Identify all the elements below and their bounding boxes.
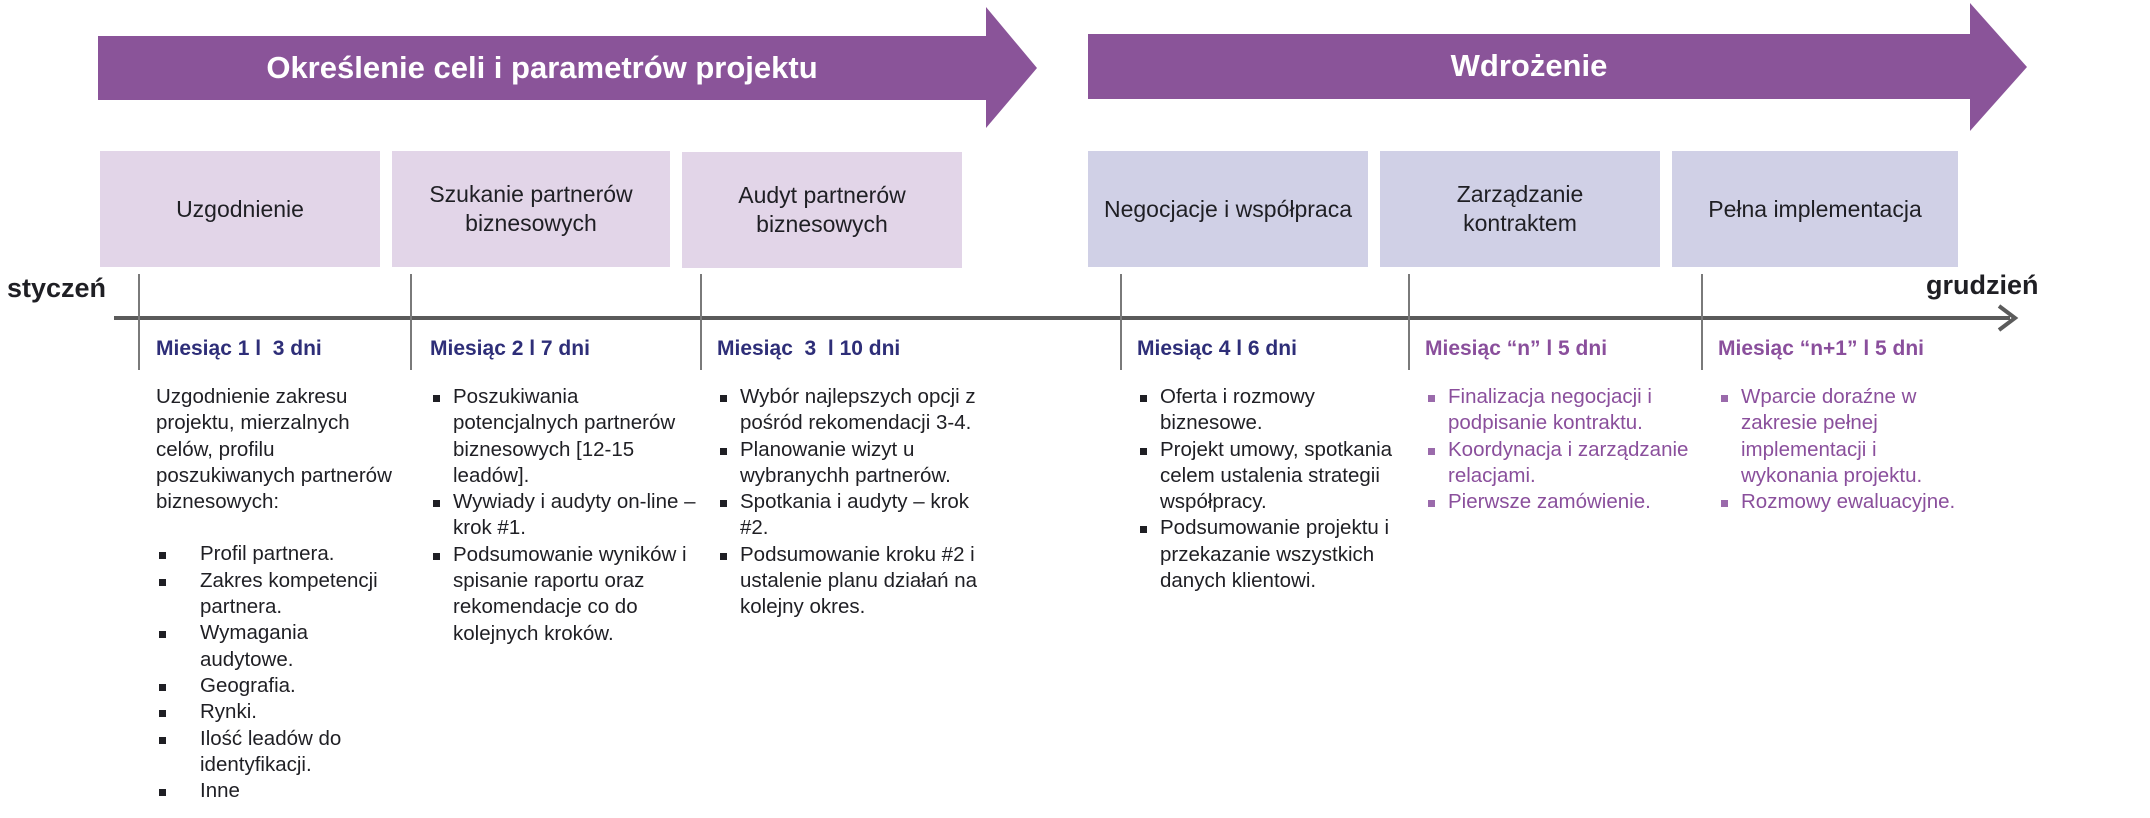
month-column-4: Miesiąc 4 l 6 dni Oferta i rozmowy bizne… (1137, 336, 1422, 594)
month-heading: Miesiąc “n” l 5 dni (1425, 337, 1608, 360)
timeline-tick (1701, 274, 1703, 370)
month-heading: Miesiąc 3 l 10 dni (717, 337, 901, 360)
timeline-start-label: styczeń (7, 273, 107, 303)
month-intro: Uzgodnienie zakresu projektu, mierzalnyc… (156, 385, 392, 514)
stage-label: Uzgodnienie (176, 195, 304, 222)
month-column-5: Miesiąc “n” l 5 dni Finalizacja negocjac… (1425, 336, 1710, 515)
stage-label: Szukanie partnerów biznesowych (429, 181, 633, 236)
month-items: Wybór najlepszych opcji z pośród rekomen… (717, 384, 987, 621)
list-item: Rozmowy ewaluacyjne. (1718, 489, 1978, 515)
stage-box-zarzadzanie: Zarządzanie kontraktem (1380, 151, 1660, 267)
list-item: Inne (156, 778, 406, 804)
list-item: Podsumowanie wyników i spisanie raportu … (430, 542, 700, 647)
list-item: Zakres kompetencji partnera. (156, 568, 406, 621)
phase-arrow-2 (1088, 3, 2027, 131)
month-heading: Miesiąc 4 l 6 dni (1137, 337, 1297, 360)
list-item: Poszukiwania potencjalnych partnerów biz… (430, 384, 700, 489)
stage-box-implementacja: Pełna implementacja (1672, 151, 1958, 267)
list-item: Spotkania i audyty – krok #2. (717, 489, 987, 542)
month-items: Wparcie doraźne w zakresie pełnej implem… (1718, 384, 1978, 515)
timeline-tick (700, 274, 702, 370)
list-item: Pierwsze zamówienie. (1425, 489, 1710, 515)
list-item: Ilość leadów do identyfikacji. (156, 726, 406, 779)
month-column-6: Miesiąc “n+1” l 5 dni Wparcie doraźne w … (1718, 336, 1978, 515)
timeline-tick (1120, 274, 1122, 370)
list-item: Planowanie wizyt u wybranychh partnerów. (717, 437, 987, 490)
list-item: Wparcie doraźne w zakresie pełnej implem… (1718, 384, 1978, 489)
timeline-end-label: grudzień (1926, 270, 2039, 300)
timeline-tick (1408, 274, 1410, 370)
timeline-axis (114, 316, 2010, 320)
list-item: Wybór najlepszych opcji z pośród rekomen… (717, 384, 987, 437)
stage-box-negocjacje: Negocjacje i współpraca (1088, 151, 1368, 267)
list-item: Finalizacja negocjacji i podpisanie kont… (1425, 384, 1710, 437)
month-items: Poszukiwania potencjalnych partnerów biz… (430, 384, 700, 647)
stage-label: Negocjacje i współpraca (1103, 195, 1352, 222)
phase-title-1: Określenie celi i parametrów projektu (266, 50, 818, 85)
list-item: Wymagania audytowe. (156, 620, 406, 673)
phase-arrow-1 (98, 7, 1037, 128)
stage-box-audyt: Audyt partnerów biznesowych (682, 152, 962, 268)
list-item: Oferta i rozmowy biznesowe. (1137, 384, 1422, 437)
month-column-3: Miesiąc 3 l 10 dni Wybór najlepszych opc… (717, 336, 987, 621)
month-items: Oferta i rozmowy biznesowe. Projekt umow… (1137, 384, 1422, 594)
list-item: Podsumowanie kroku #2 i ustalenie planu … (717, 542, 987, 621)
phase-arrows (98, 3, 2027, 131)
list-item: Geografia. (156, 673, 406, 699)
list-item: Profil partnera. (156, 541, 406, 567)
month-heading: Miesiąc 1 l 3 dni (156, 337, 322, 360)
phase-title-2: Wdrożenie (1450, 48, 1608, 83)
month-heading: Miesiąc 2 l 7 dni (430, 337, 590, 360)
axis-arrowhead-icon (1997, 304, 2019, 332)
list-item: Podsumowanie projektu i przekazanie wszy… (1137, 515, 1422, 594)
timeline-tick (138, 274, 140, 370)
stage-box-uzgodnienie: Uzgodnienie (100, 151, 380, 267)
month-items: Finalizacja negocjacji i podpisanie kont… (1425, 384, 1710, 515)
timeline-tick (410, 274, 412, 370)
stage-label: Audyt partnerów biznesowych (738, 182, 906, 237)
list-item: Wywiady i audyty on-line – krok #1. (430, 489, 700, 542)
list-item: Koordynacja i zarządzanie relacjami. (1425, 437, 1710, 490)
list-item: Rynki. (156, 699, 406, 725)
month-heading: Miesiąc “n+1” l 5 dni (1718, 337, 1924, 360)
stage-label: Zarządzanie kontraktem (1456, 181, 1584, 236)
month-column-2: Miesiąc 2 l 7 dni Poszukiwania potencjal… (430, 336, 700, 647)
stage-box-szukanie: Szukanie partnerów biznesowych (392, 151, 670, 267)
month-items: Profil partnera. Zakres kompetencji part… (156, 541, 406, 804)
stage-label: Pełna implementacja (1708, 195, 1922, 222)
month-column-1: Miesiąc 1 l 3 dni Uzgodnienie zakresu pr… (156, 336, 406, 804)
list-item: Projekt umowy, spotkania celem ustalenia… (1137, 437, 1422, 516)
